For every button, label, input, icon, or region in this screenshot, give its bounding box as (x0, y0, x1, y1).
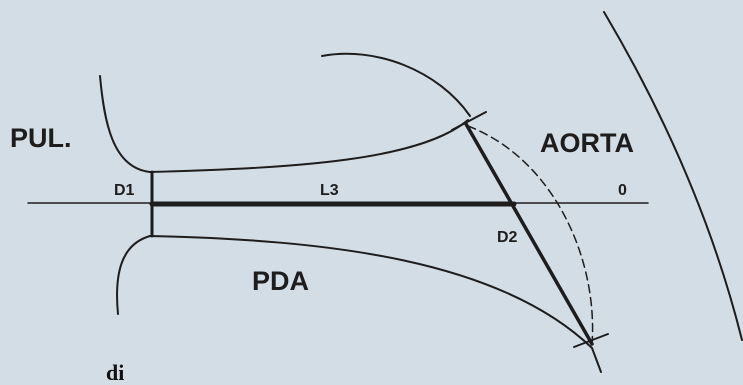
pda-label: PDA (252, 266, 310, 296)
aorta-outer-wall (603, 11, 743, 341)
zero-label: 0 (618, 182, 627, 199)
l3-label: L3 (320, 182, 339, 199)
d2-bottom-tick (573, 333, 609, 348)
ductus-upper-wall (149, 119, 469, 173)
d2-dashed-arc (467, 125, 594, 345)
aorta-label: AORTA (540, 128, 634, 158)
d2-diameter-line (464, 122, 594, 346)
d2-top-tick (451, 111, 487, 131)
d1-label: D1 (114, 182, 135, 199)
d2-label: D2 (497, 229, 518, 246)
ductus-lower-wall (149, 235, 602, 373)
pulmonary-upper-wall (99, 75, 151, 173)
pulmonary-lower-wall (116, 235, 151, 315)
cut-text: di (106, 360, 125, 385)
pul-label: PUL. (10, 123, 72, 153)
aorta-inner-wall (321, 52, 471, 117)
